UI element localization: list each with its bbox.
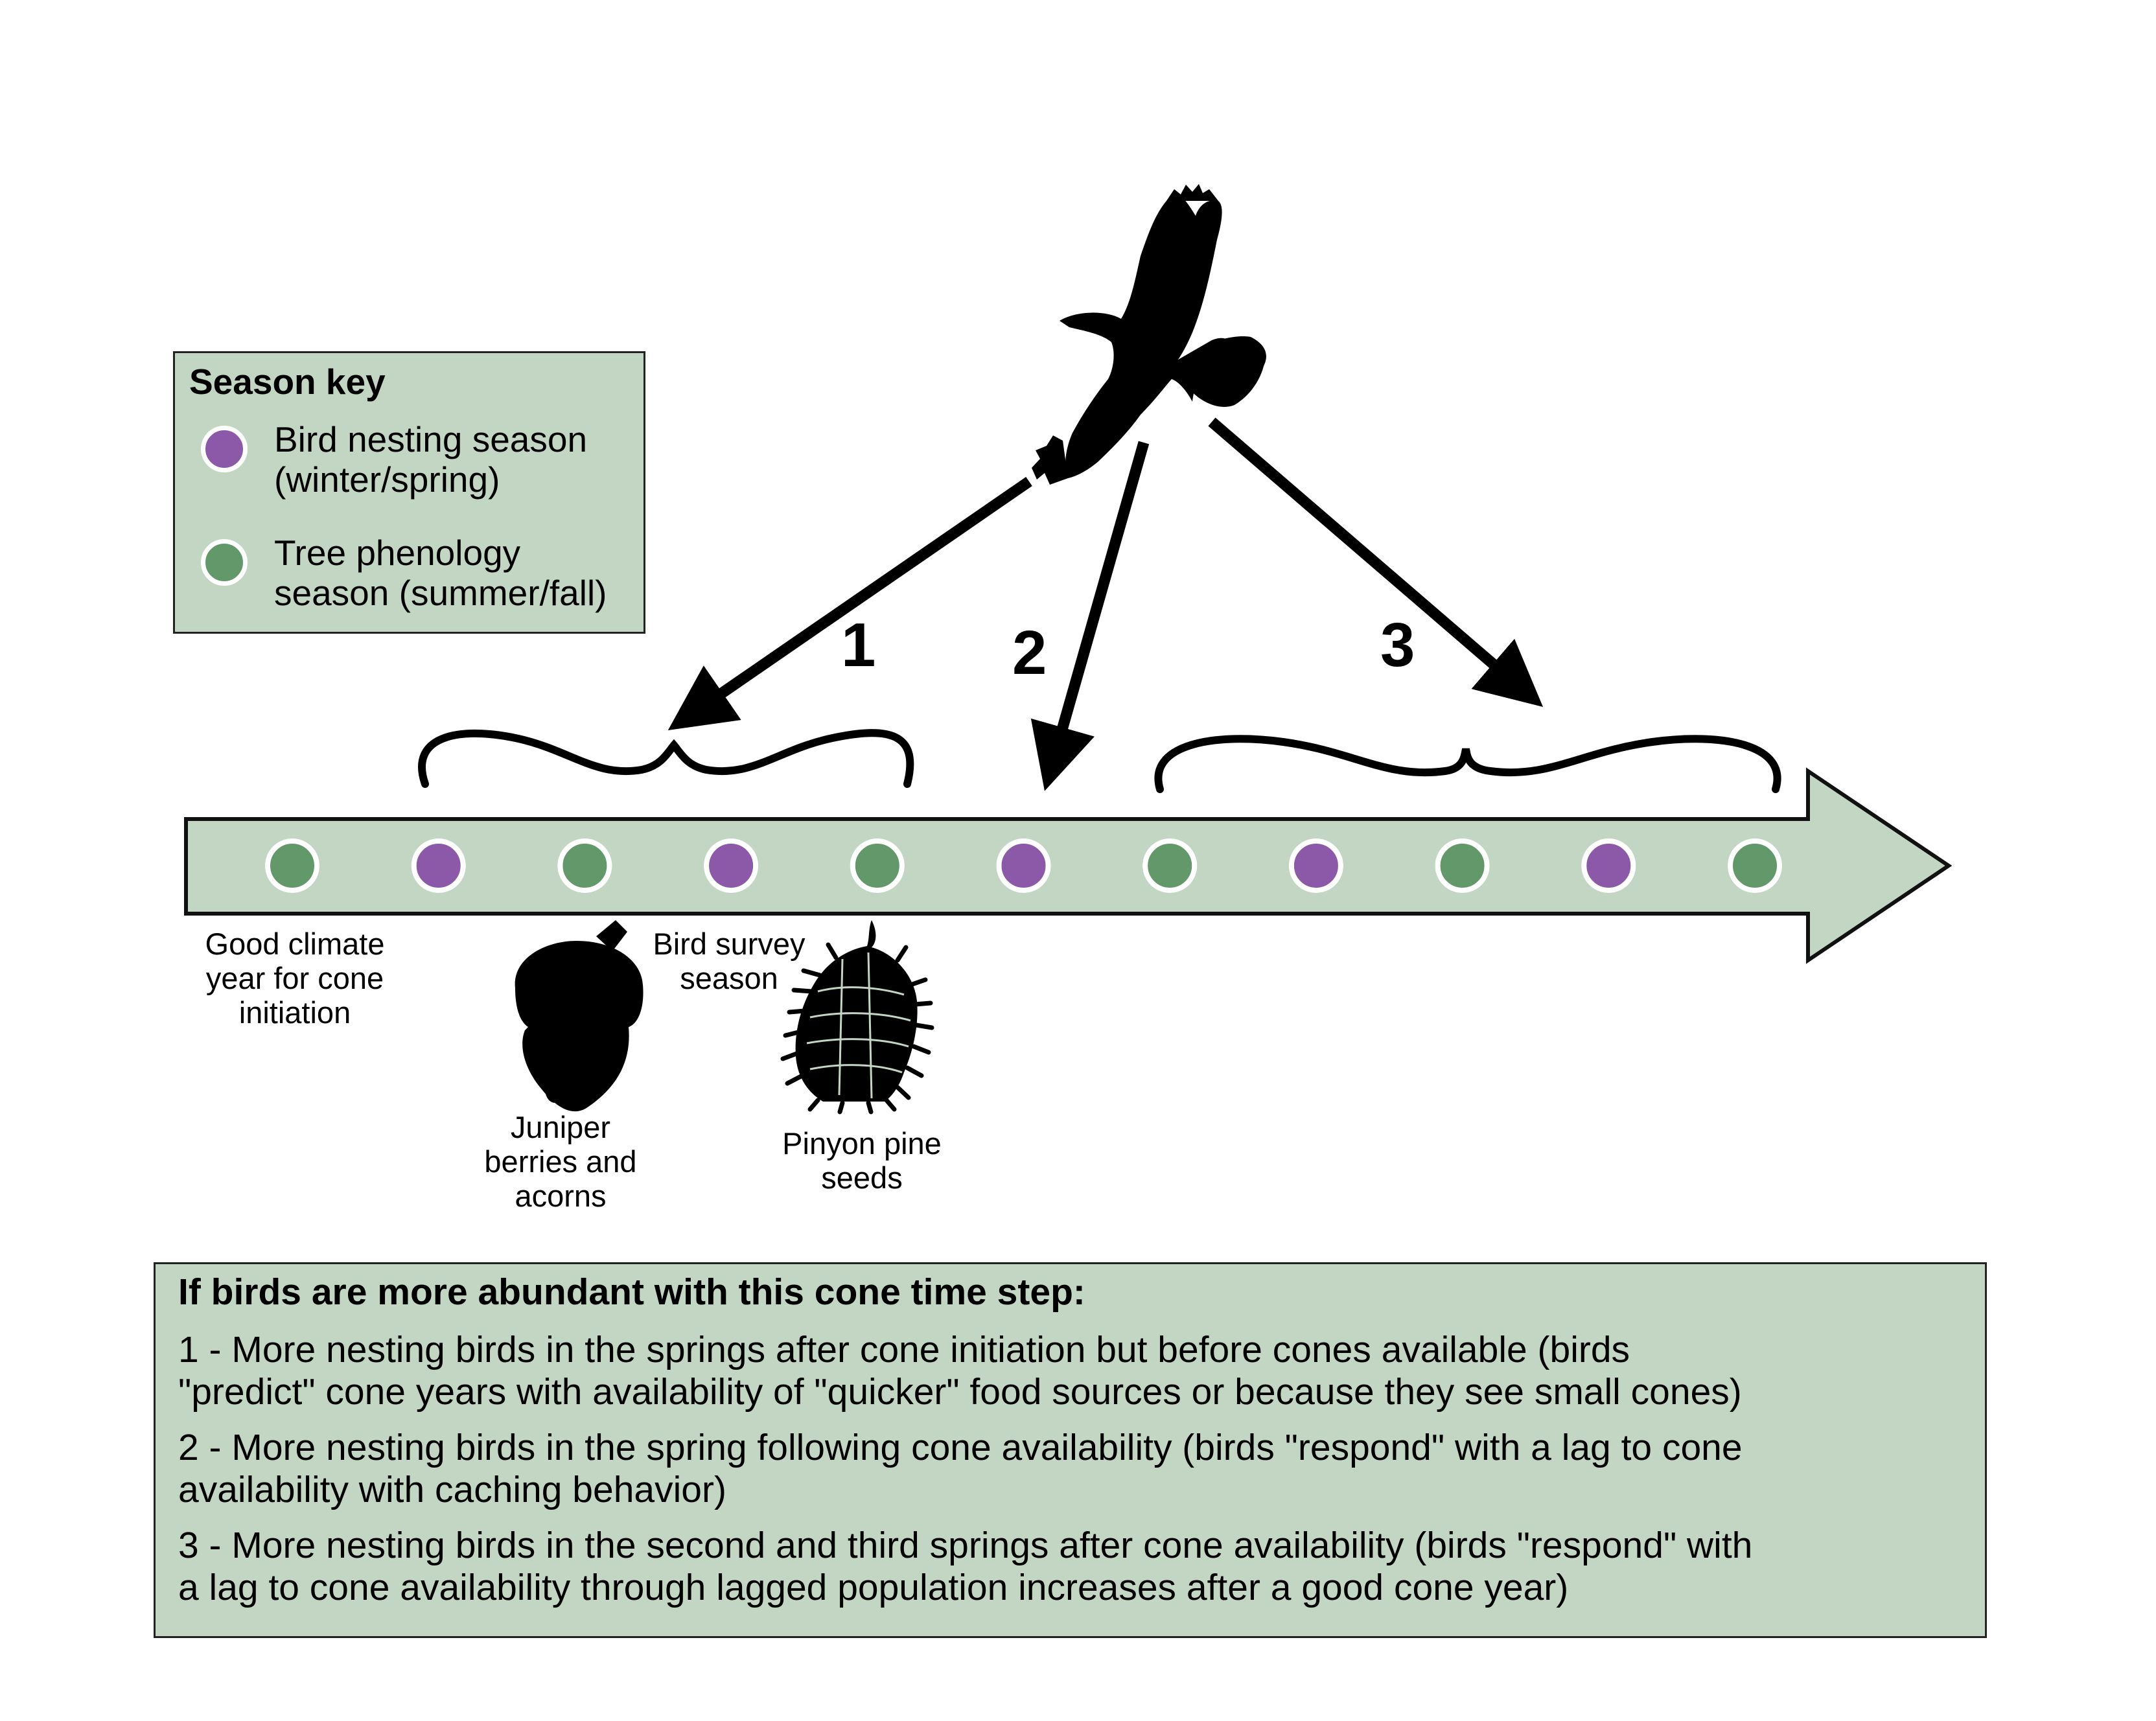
acorn-silhouette-icon: [515, 920, 643, 1112]
timeline-arrow: [184, 767, 1953, 964]
pine-cone-silhouette-icon: [780, 920, 934, 1115]
hypotheses-title: If birds are more abundant with this con…: [178, 1271, 1085, 1313]
brace-left: [418, 729, 914, 788]
nesting-season-dot: [704, 838, 759, 893]
phenology-season-key-dot: [201, 539, 248, 586]
flying-raven-silhouette-icon: [1032, 184, 1266, 485]
bird-survey-season-label: Bird survey season: [653, 927, 806, 995]
nesting-season-key-label: Bird nesting season (winter/spring): [274, 419, 588, 500]
hypothesis-3: 3 - More nesting birds in the second and…: [178, 1525, 1753, 1608]
hypotheses-box: If birds are more abundant with this con…: [154, 1262, 1987, 1638]
season-key-box: Season key Bird nesting season (winter/s…: [173, 351, 645, 634]
phenology-season-dot: [265, 838, 319, 893]
nesting-season-dot: [1288, 838, 1343, 893]
phenology-season-dot: [1142, 838, 1198, 893]
phenology-season-dot: [557, 838, 612, 893]
phenology-season-dot: [1435, 838, 1490, 893]
phenology-season-dot: [850, 838, 905, 893]
step-label-3: 3: [1380, 610, 1415, 680]
hypothesis-1: 1 - More nesting birds in the springs af…: [178, 1329, 1742, 1413]
nesting-season-dot: [1581, 838, 1636, 893]
step-label-2: 2: [1012, 618, 1047, 687]
step-label-1: 1: [841, 610, 876, 680]
arrow-step-2: [1030, 441, 1150, 791]
pinyon-seeds-label: Pinyon pine seeds: [782, 1126, 942, 1195]
nesting-season-dot: [996, 838, 1051, 893]
season-dots: [265, 838, 1782, 893]
phenology-season-key-label: Tree phenology season (summer/fall): [274, 533, 607, 613]
nesting-season-dot: [411, 838, 466, 893]
arrow-step-1: [667, 477, 1032, 731]
hypothesis-2: 2 - More nesting birds in the spring fol…: [178, 1427, 1743, 1510]
arrow-step-3: [1208, 417, 1544, 708]
juniper-acorns-label: Juniper berries and acorns: [484, 1110, 637, 1213]
brace-right: [1154, 735, 1781, 793]
cone-initiation-label: Good climate year for cone initiation: [205, 927, 385, 1030]
season-key-title: Season key: [189, 362, 386, 402]
phenology-season-dot: [1728, 838, 1782, 893]
nesting-season-key-dot: [201, 426, 248, 472]
